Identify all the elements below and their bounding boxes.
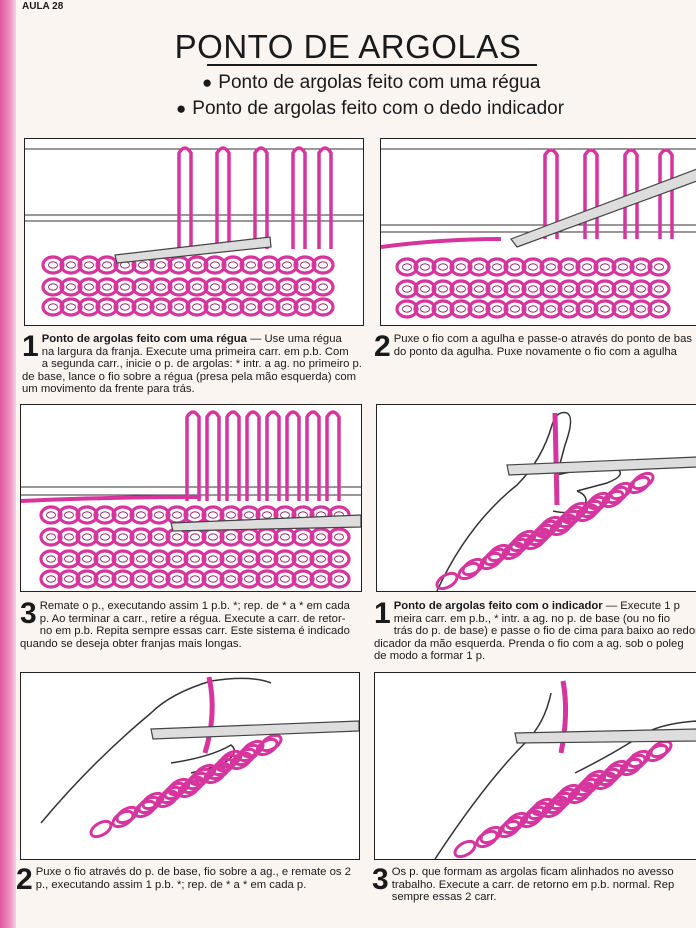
crochet-ruler-drawing: [381, 148, 696, 319]
caption-line: a segunda carr., inicie o p. de argolas:…: [41, 358, 362, 370]
caption-line: p. Ao terminar a carr., retire a régua. …: [39, 612, 346, 625]
yarn-loop: [285, 410, 301, 501]
caption-line: quando se deseja obter franjas mais long…: [20, 637, 242, 650]
yarn-strand: [381, 237, 502, 249]
yarn-loop: [543, 148, 559, 239]
crochet-hook-icon: [506, 456, 696, 476]
crochet-ruler-drawing: [25, 146, 363, 317]
fabric-rows: [395, 257, 671, 319]
caption-line: trás do p. de base) e passe o fio de cim…: [393, 625, 696, 637]
fabric-rows: [41, 255, 335, 317]
step-caption-finger-1: 1 Ponto de argolas feito com o indicador…: [374, 600, 696, 663]
step-caption-finger-3: 3 Os p. que formam as argolas ficam alin…: [372, 866, 696, 904]
illustration-ruler-step-1: [24, 138, 364, 326]
caption-line: no em p.b. Repita sempre essas carr. Est…: [39, 625, 350, 637]
caption-line-1-rest: — Execute 1 p: [602, 600, 680, 612]
fabric-rows: [453, 739, 673, 859]
step-caption-ruler-3: 3 Remate o p., executando assim 1 p.b. *…: [20, 600, 364, 650]
caption-line: de base, lance o fio sobre a régua (pres…: [22, 370, 357, 383]
hand-outline: [434, 692, 552, 859]
crochet-finger-drawing: [434, 680, 696, 859]
illustration-ruler-step-3: [20, 404, 362, 592]
yarn-loop: [265, 410, 281, 501]
illustration-ruler-step-2: [380, 138, 696, 326]
caption-line: um movimento da frente para trás.: [22, 383, 195, 395]
crochet-hook-icon: [114, 236, 272, 264]
yarn-strand: [202, 676, 215, 754]
yarn-loop: [245, 410, 261, 501]
yarn-loops: [177, 146, 333, 249]
step-number: 1: [22, 333, 39, 363]
yarn-loop: [623, 148, 639, 239]
yarn-loop: [325, 410, 341, 501]
illustration-finger-step-2: [20, 672, 360, 860]
caption-line: p., executando assim 1 p.b. *; rep. de *…: [35, 878, 307, 891]
title-underline: [207, 64, 537, 66]
subtitle-finger: ●Ponto de argolas feito com o dedo indic…: [176, 98, 565, 119]
step-number: 3: [372, 866, 389, 896]
crochet-hook-icon: [510, 168, 696, 248]
crochet-ruler-drawing: [21, 410, 361, 589]
caption-line: Remate o p., executando assim 1 p.b. *; …: [39, 600, 350, 612]
caption-line: Puxe o fio com a agulha e passe-o atravé…: [393, 333, 692, 345]
step-heading: Ponto de argolas feito com uma régua: [41, 333, 247, 345]
caption-line: dicador da mão esquerda. Prenda o fio co…: [374, 637, 684, 650]
caption-line-1-rest: — Use uma régua: [246, 333, 342, 345]
pink-page-edge: [0, 0, 16, 928]
caption-line: trabalho. Execute a carr. de retorno em …: [391, 878, 675, 891]
step-caption-ruler-1: 1 Ponto de argolas feito com uma régua —…: [22, 333, 362, 396]
crochet-hook-icon: [514, 728, 696, 744]
fabric-rows: [435, 471, 655, 591]
caption-line: do ponto da agulha. Puxe novamente o fio…: [393, 345, 677, 358]
yarn-loop: [583, 148, 599, 239]
yarn-loop: [317, 146, 333, 249]
lesson-label: AULA 28: [22, 1, 64, 12]
caption-line: Os p. que formam as argolas ficam alinha…: [391, 866, 674, 878]
yarn-loop: [177, 146, 193, 249]
crochet-finger-drawing: [435, 411, 696, 591]
crochet-finger-drawing: [40, 676, 359, 839]
step-heading: Ponto de argolas feito com o indicador: [393, 600, 603, 612]
caption-line: Puxe o fio através do p. de base, fio so…: [35, 866, 351, 878]
fabric-rows: [89, 733, 283, 839]
yarn-loop: [291, 146, 307, 249]
step-number: 2: [374, 333, 391, 359]
illustration-finger-step-3: [374, 672, 696, 860]
caption-line: sempre essas 2 carr.: [391, 891, 497, 903]
yarn-loop: [253, 146, 269, 249]
yarn-loop: [215, 146, 231, 249]
crochet-hook-icon: [170, 514, 361, 532]
crochet-hook-icon: [150, 720, 359, 740]
caption-line: meira carr. em p.b., * intr. a ag. no p.…: [393, 612, 670, 625]
subtitle-ruler: ●Ponto de argolas feito com uma régua: [202, 72, 541, 93]
yarn-loop: [185, 410, 201, 501]
step-number: 2: [16, 866, 33, 892]
yarn-strand: [552, 412, 560, 506]
yarn-loops: [543, 148, 674, 239]
caption-line: de modo a formar 1 p.: [374, 650, 486, 662]
yarn-strand: [558, 680, 569, 754]
yarn-loop: [205, 410, 221, 501]
step-caption-finger-2: 2 Puxe o fio através do p. de base, fio …: [16, 866, 360, 892]
bullet-icon: ●: [202, 73, 213, 92]
yarn-loop: [305, 410, 321, 501]
yarn-loop: [225, 410, 241, 501]
step-number: 3: [20, 600, 37, 630]
step-number: 1: [374, 600, 391, 630]
step-caption-ruler-2: 2 Puxe o fio com a agulha e passe-o atra…: [374, 333, 696, 359]
bullet-icon: ●: [176, 99, 187, 118]
yarn-loop: [658, 148, 674, 239]
hand-outline: [40, 677, 272, 824]
yarn-loops: [185, 410, 341, 501]
yarn-strand: [21, 495, 202, 503]
page-title: PONTO DE ARGOLAS: [174, 28, 522, 65]
illustration-finger-step-1: [376, 404, 696, 592]
caption-line: na largura da franja. Execute uma primei…: [41, 345, 349, 358]
